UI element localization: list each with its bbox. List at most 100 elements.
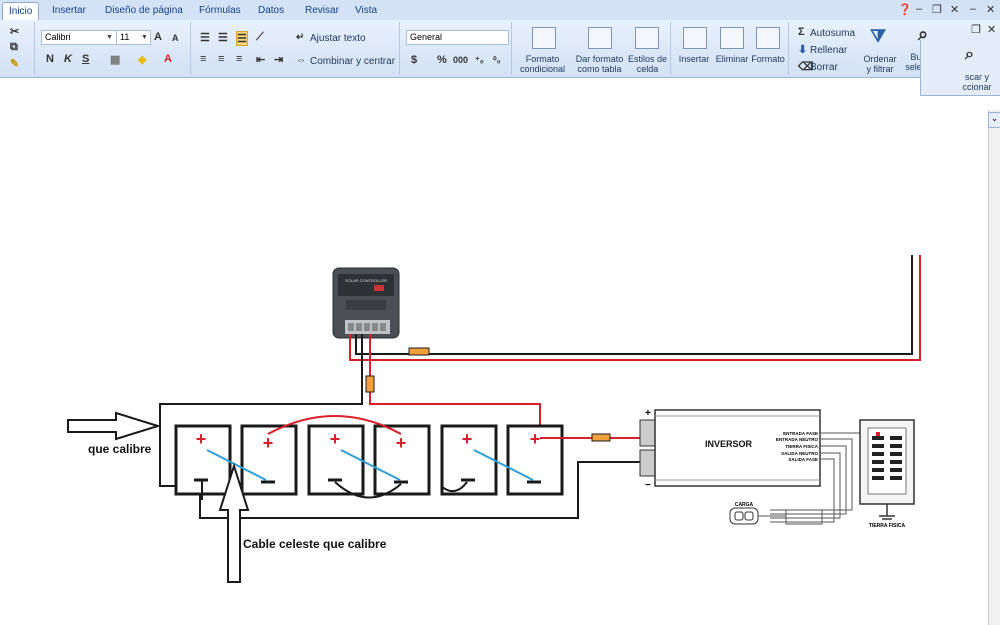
fill-icon[interactable]: ⬇ [798, 44, 808, 56]
close-icon[interactable]: ✕ [950, 4, 960, 16]
merge-center-button[interactable]: Combinar y centrar [310, 56, 396, 67]
underline-icon[interactable]: S [82, 53, 90, 65]
inverter-terminal-label: TIERRA FISICA [785, 444, 818, 449]
positive-terminal: + [462, 429, 473, 449]
borders-icon[interactable]: ▦ [110, 54, 121, 66]
vertical-scrollbar[interactable] [988, 110, 1000, 625]
minimize-icon[interactable]: – [916, 3, 923, 15]
close-icon[interactable]: ✕ [987, 24, 997, 36]
fuse [365, 375, 375, 393]
alignment-group: ☰ ☰ ☰ ⟋ ≡ ≡ ≡ ⇤ ⇥ ↵ Ajustar texto ⇔ Comb… [194, 22, 400, 75]
insert-button[interactable]: Insertar [678, 54, 710, 64]
fuse [408, 347, 430, 356]
format-cells-icon [756, 27, 780, 49]
breaker-panel: TIERRA FISICA [859, 419, 915, 529]
load-outlet: CARGA [729, 502, 823, 525]
currency-icon[interactable]: $ [411, 54, 418, 66]
autosum-button[interactable]: Autosuma [810, 28, 856, 39]
negative-terminal: − [645, 480, 651, 491]
number-format-select[interactable]: General [406, 30, 509, 45]
minimize-icon[interactable]: – [970, 3, 977, 15]
help-icon[interactable]: ❓ [898, 4, 912, 16]
positive-terminal: + [645, 408, 651, 419]
align-top-icon[interactable]: ☰ [200, 32, 210, 44]
positive-terminal: + [396, 433, 407, 453]
tab-revisar[interactable]: Revisar [305, 5, 339, 16]
thousands-icon[interactable]: 000 [453, 55, 469, 65]
clear-button[interactable]: Borrar [810, 62, 838, 73]
chevron-down-icon[interactable]: ⌄ [988, 112, 1000, 128]
restore-icon[interactable]: ❐ [971, 24, 981, 36]
align-middle-icon[interactable]: ☰ [218, 32, 228, 44]
bold-icon[interactable]: N [46, 53, 54, 65]
italic-icon[interactable]: K [64, 53, 72, 65]
align-right-icon[interactable]: ≡ [236, 53, 243, 65]
orientation-icon[interactable]: ⟋ [256, 31, 264, 43]
positive-terminal: + [263, 433, 274, 453]
battery-bank [174, 424, 564, 496]
cut-icon[interactable]: ✂ [10, 26, 20, 38]
align-center-icon[interactable]: ≡ [218, 53, 225, 65]
cell-styles-icon [635, 27, 659, 49]
positive-terminal: + [330, 429, 341, 449]
eraser-icon[interactable]: ⌫ [798, 61, 814, 73]
delete-cells-icon [720, 27, 744, 49]
inverter-terminal-label: SALIDA FASE [788, 457, 818, 462]
wrap-text-button[interactable]: Ajustar texto [310, 33, 366, 44]
increase-indent-icon[interactable]: ⇥ [274, 54, 284, 66]
align-bottom-icon[interactable]: ☰ [236, 31, 248, 46]
font-group: Calibri ▼ 11 ▼ A A N K S ▦ ◈ A [38, 22, 191, 75]
font-color-icon[interactable]: A [164, 53, 172, 65]
black-jumper [334, 481, 402, 499]
align-left-icon[interactable]: ≡ [200, 53, 207, 65]
font-size-select[interactable]: 11 [116, 30, 151, 45]
panel-positive-wire [349, 255, 921, 361]
inverter-negative-wire [199, 461, 640, 519]
arrow-up-icon [218, 462, 250, 583]
inverter: + − INVERSOR ENTRADA FASE ENTRADA NEUTRO… [639, 408, 821, 491]
sum-icon[interactable]: Σ [798, 26, 805, 38]
chevron-down-icon[interactable]: ▼ [106, 34, 113, 41]
copy-icon[interactable]: ⧉ [10, 41, 18, 53]
format-button[interactable]: Formato [751, 54, 785, 64]
tab-datos[interactable]: Datos [258, 5, 285, 16]
increase-decimal-icon[interactable]: ⁺₀ [475, 55, 484, 65]
fill-color-icon[interactable]: ◈ [138, 54, 147, 66]
close-icon[interactable]: ✕ [986, 4, 996, 16]
battery-negative-wire [159, 334, 363, 487]
battery-positive-wire [369, 334, 541, 438]
delete-button[interactable]: Eliminar [715, 54, 749, 64]
tab-diseno-pagina[interactable]: Diseño de página [105, 5, 183, 16]
editing-group: Σ Autosuma ⬇ Rellenar ⌫ Borrar ⧩ Ordenar… [792, 22, 920, 75]
merge-icon[interactable]: ⇔ [296, 55, 306, 66]
tab-inicio[interactable]: Inicio [2, 2, 40, 20]
grow-font-icon[interactable]: A [154, 31, 162, 43]
number-group: General $ % 000 ⁺₀ ⁰₀ [403, 22, 512, 75]
restore-icon[interactable]: ❐ [932, 4, 942, 16]
table-format-icon [588, 27, 612, 49]
shrink-font-icon[interactable]: A [172, 33, 179, 43]
inverter-terminal-label: ENTRADA FASE [783, 431, 818, 436]
tab-formulas[interactable]: Fórmulas [199, 5, 241, 16]
fill-button[interactable]: Rellenar [810, 45, 848, 56]
chevron-down-icon[interactable]: ▼ [141, 34, 148, 41]
percent-icon[interactable]: % [437, 54, 447, 66]
decrease-decimal-icon[interactable]: ⁰₀ [493, 55, 501, 65]
fuse [591, 433, 611, 442]
format-painter-icon[interactable]: ✎ [10, 58, 20, 70]
positive-terminal: + [196, 429, 207, 449]
inverter-terminal-label: SALIDA NEUTRO [781, 451, 818, 456]
arrow-right-icon [67, 411, 162, 441]
wrap-text-icon[interactable]: ↵ [296, 32, 305, 43]
ground-label: TIERRA FISICA [869, 523, 906, 529]
solar-charge-controller: SOLAR CONTROLLER [332, 267, 400, 339]
tab-vista[interactable]: Vista [355, 5, 378, 16]
decrease-indent-icon[interactable]: ⇤ [256, 54, 266, 66]
tab-insertar[interactable]: Insertar [52, 5, 86, 16]
